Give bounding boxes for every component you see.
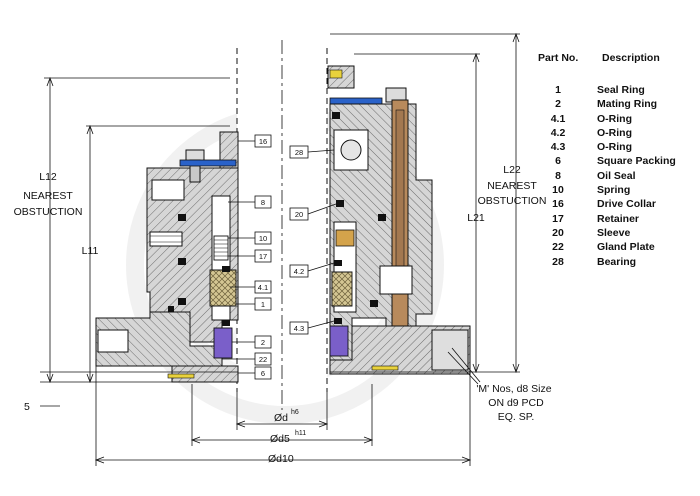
tag-left-4: 4.1 [258, 283, 268, 292]
dimension-lines [40, 32, 520, 466]
part-desc: O-Ring [597, 141, 632, 154]
parts-row: 1 Seal Ring [538, 83, 698, 97]
tag-left-1: 8 [261, 198, 265, 207]
l12-line-2: NEAREST [23, 190, 73, 202]
part-tags [222, 134, 337, 380]
tag-left-7: 22 [259, 355, 267, 364]
tag-right-3: 4.3 [294, 324, 304, 333]
l22-line-3: OBSTUCTION [478, 195, 547, 207]
parts-row: 16 Drive Collar [538, 197, 698, 211]
tag-left-6: 2 [261, 338, 265, 347]
l12-line-1: L12 [39, 171, 57, 183]
part-desc: Oil Seal [597, 169, 636, 182]
l22-line-2: NEAREST [487, 180, 537, 192]
bolt-note-line-2: ON d9 PCD [488, 397, 544, 409]
parts-list: Part No. Description 1 Seal Ring 2 Mating … [538, 52, 698, 269]
description-header: Description [602, 52, 660, 64]
parts-row: 17 Retainer [538, 212, 698, 226]
part-no: 4.2 [550, 126, 566, 139]
part-desc: Spring [597, 184, 631, 197]
bolt-note-line-3: EQ. SP. [498, 411, 535, 423]
parts-row: 28 Bearing [538, 255, 698, 269]
parts-row: 4.2 O-Ring [538, 126, 698, 140]
part-no: 17 [552, 212, 564, 225]
part-desc: Seal Ring [597, 84, 645, 96]
parts-row: 8 Oil Seal [538, 169, 698, 183]
part-desc: Bearing [597, 255, 637, 268]
part-desc: Mating Ring [597, 98, 658, 111]
part-no: 20 [552, 226, 564, 239]
part-no: 28 [552, 255, 564, 268]
part-no: 16 [552, 198, 564, 211]
parts-row: 4.1 O-Ring [538, 112, 698, 126]
part-desc: Sleeve [597, 226, 631, 239]
parts-row: 2 Mating Ring [538, 97, 698, 111]
part-no: 1 [555, 84, 561, 96]
diameter-d-sup: h6 [291, 409, 299, 416]
tag-left-8: 6 [261, 369, 265, 378]
part-desc: Square Packing [597, 155, 676, 168]
parts-row: 22 Gland Plate [538, 240, 698, 254]
l12-line-3: OBSTUCTION [14, 206, 83, 218]
l11-label: L11 [82, 245, 99, 257]
part-desc: O-Ring [597, 112, 632, 125]
parts-row: 20 Sleeve [538, 226, 698, 240]
tag-left-3: 17 [259, 252, 267, 261]
dimension-labels: L12 NEAREST OBSTUCTION L11 L22 NEAREST O… [14, 164, 552, 465]
tag-left-2: 10 [259, 234, 267, 243]
dim-5-label: 5 [24, 401, 30, 413]
diameter-d-label: Ød [274, 412, 288, 424]
part-no: 22 [552, 241, 564, 254]
diameter-d5-label: Ød5 [270, 433, 290, 445]
shaft [236, 40, 328, 410]
diameter-d10-label: Ød10 [268, 453, 294, 465]
tag-right-2: 4.2 [294, 267, 304, 276]
parts-list-header: Part No. Description [538, 52, 698, 64]
tag-right-1: 20 [295, 210, 303, 219]
l21-label: L21 [467, 212, 485, 224]
bolt-note-line-1: 'M' Nos, d8 Size [476, 383, 551, 395]
part-no: 4.3 [550, 141, 566, 154]
part-no-header: Part No. [538, 52, 579, 64]
part-tag-labels: 16 8 10 17 4.1 1 2 22 6 28 20 4.2 4.3 [258, 137, 304, 378]
part-no: 4.1 [550, 112, 566, 125]
parts-row: 10 Spring [538, 183, 698, 197]
part-no: 8 [555, 169, 561, 182]
tag-right-0: 28 [295, 148, 303, 157]
tag-left-0: 16 [259, 137, 267, 146]
part-no: 10 [552, 184, 564, 197]
part-desc: Gland Plate [597, 241, 655, 254]
l22-line-1: L22 [503, 164, 521, 176]
left-half-section [95, 131, 239, 383]
parts-row: 4.3 O-Ring [538, 140, 698, 154]
tag-left-5: 1 [261, 300, 265, 309]
part-no: 2 [555, 98, 561, 111]
part-desc: O-Ring [597, 126, 632, 139]
parts-row: 6 Square Packing [538, 154, 698, 168]
part-desc: Drive Collar [597, 198, 656, 211]
diameter-d5-sup: h11 [295, 430, 306, 437]
right-half-section [327, 65, 471, 375]
part-desc: Retainer [597, 212, 640, 225]
part-no: 6 [555, 155, 561, 168]
